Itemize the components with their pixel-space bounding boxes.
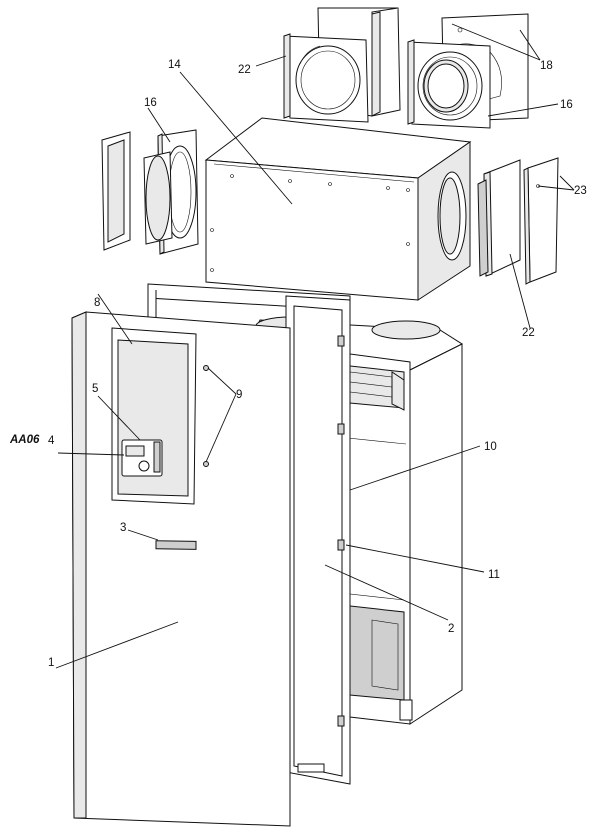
- callout-2: 2: [448, 623, 454, 635]
- duct-connector-22-right: [477, 159, 521, 277]
- callout-22-top: 22: [238, 64, 251, 76]
- front-panel: [71, 311, 291, 827]
- callout-23: 23: [574, 185, 587, 197]
- callout-18: 18: [540, 60, 553, 72]
- door-frame: [285, 295, 351, 785]
- component-code-label: AA06: [9, 434, 40, 446]
- callout-5: 5: [92, 383, 98, 395]
- duct-connector-22-top: [283, 33, 369, 123]
- callout-9: 9: [236, 389, 242, 401]
- leader-lines: [55, 23, 575, 669]
- duct-connector-16-left: [101, 129, 199, 255]
- callout-16-right: 16: [560, 99, 573, 111]
- ventilation-module-box: [204, 117, 472, 301]
- callout-labels: AA06 1 2 3 4 5 8 9 10 11 14 16 16 18 22 …: [9, 59, 587, 669]
- callout-14: 14: [168, 59, 181, 71]
- callout-4: 4: [48, 435, 55, 447]
- callout-1: 1: [48, 657, 54, 669]
- callout-11: 11: [488, 569, 500, 581]
- end-cap-23: [523, 157, 559, 285]
- callout-8: 8: [94, 297, 100, 309]
- callout-22-right: 22: [522, 327, 535, 339]
- callout-16-left: 16: [144, 97, 157, 109]
- callout-3: 3: [120, 522, 126, 534]
- callout-10: 10: [484, 441, 497, 453]
- duct-connector-16-top: [407, 39, 491, 129]
